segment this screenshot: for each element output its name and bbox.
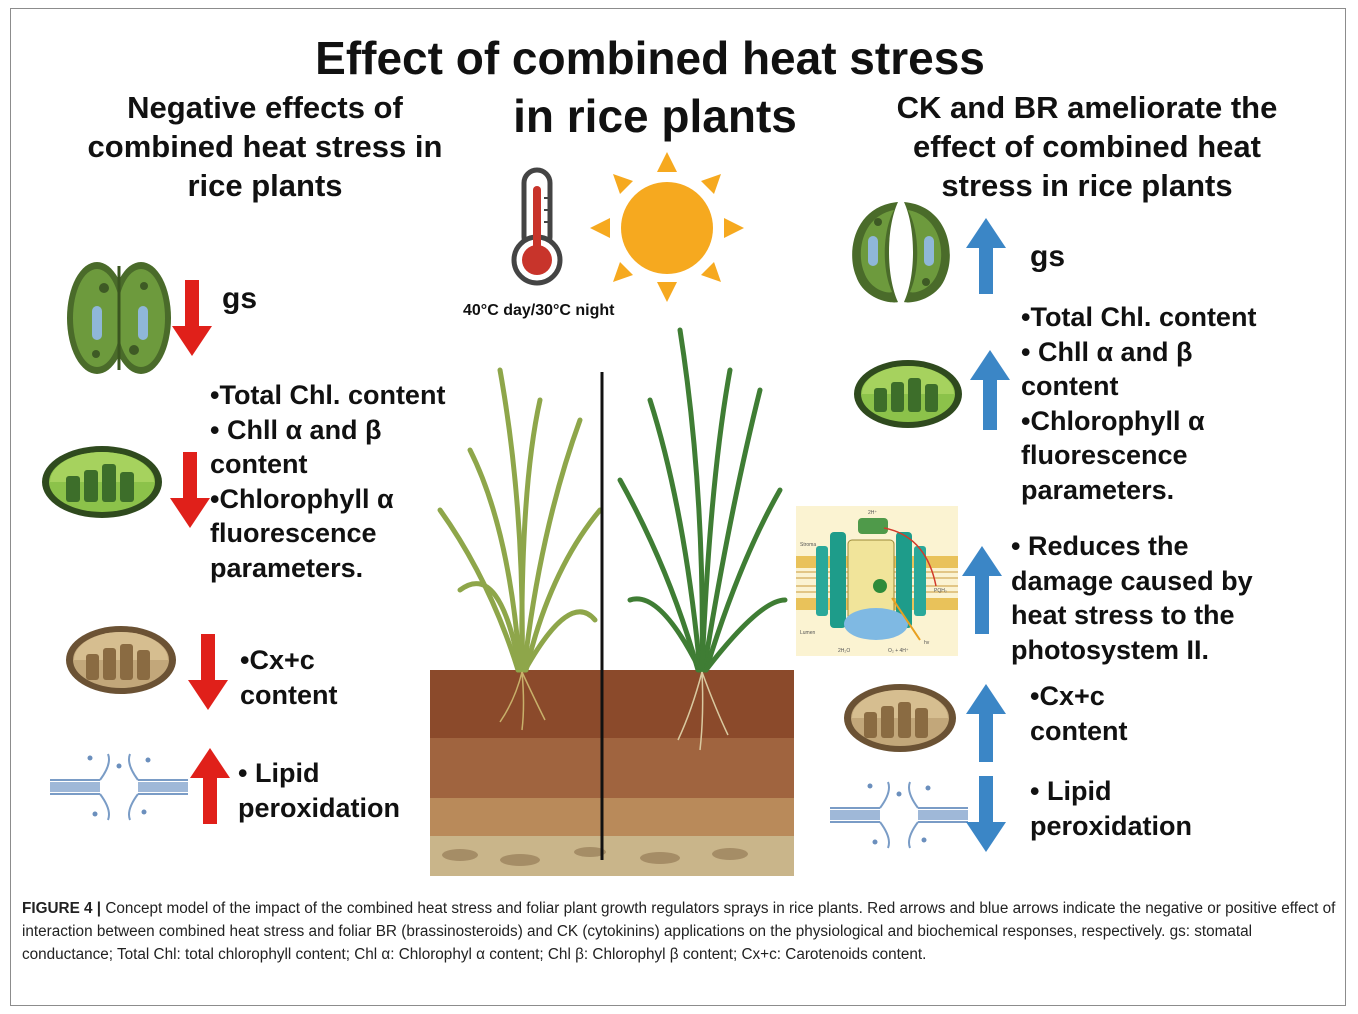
chloroplast-icon-right bbox=[854, 360, 962, 428]
caption-label: FIGURE 4 | bbox=[22, 900, 102, 917]
chl-line: fluorescence bbox=[1021, 440, 1188, 470]
soil-top-layer bbox=[430, 670, 794, 740]
gs-label-right: gs bbox=[1030, 240, 1066, 273]
up-arrow-chl-positive bbox=[970, 350, 1010, 430]
cx-label-left: •Cx+c content bbox=[240, 643, 338, 712]
svg-text:2H⁺: 2H⁺ bbox=[868, 510, 877, 516]
figure-title-line2: in rice plants bbox=[513, 90, 797, 142]
stressed-rice-plant bbox=[437, 367, 603, 673]
right-heading-line: CK and BR ameliorate the bbox=[896, 90, 1278, 125]
ps2-line: • Reduces the bbox=[1011, 531, 1189, 561]
right-heading: CK and BR ameliorate the effect of combi… bbox=[862, 88, 1312, 205]
lipid-line: • Lipid bbox=[1030, 776, 1112, 806]
svg-text:2H₂O: 2H₂O bbox=[838, 648, 850, 654]
left-heading-line: rice plants bbox=[187, 168, 343, 203]
temperature-label: 40°C day/30°C night bbox=[463, 302, 615, 319]
gs-label-left: gs bbox=[222, 282, 258, 315]
svg-text:PQH₂: PQH₂ bbox=[934, 588, 947, 594]
soil-lower-layer bbox=[430, 798, 794, 838]
down-arrow-gs-negative bbox=[172, 280, 212, 356]
down-arrow-chl-negative bbox=[170, 452, 210, 528]
membrane-icon-right bbox=[830, 781, 968, 849]
chl-line: •Chlorophyll α bbox=[1021, 405, 1205, 436]
up-arrow-ps2-positive bbox=[962, 546, 1002, 634]
chl-line: parameters. bbox=[1021, 474, 1175, 505]
svg-text:O₂ + 4H⁺: O₂ + 4H⁺ bbox=[888, 648, 909, 654]
left-heading: Negative effects of combined heat stress… bbox=[60, 88, 470, 205]
lipid-label-right: • Lipid peroxidation bbox=[1030, 774, 1192, 843]
thermometer-icon bbox=[511, 167, 563, 286]
chl-label-left: •Total Chl. content • Chll α and β conte… bbox=[210, 378, 445, 585]
chl-line: •Chlorophyll α bbox=[210, 483, 394, 514]
figure-title: Effect of combined heat stress bbox=[315, 32, 985, 84]
down-arrow-cx-negative bbox=[188, 634, 228, 710]
lipid-label-left: • Lipid peroxidation bbox=[238, 756, 400, 825]
up-arrow-lipid-negative bbox=[190, 748, 230, 824]
cx-line: content bbox=[1030, 715, 1128, 746]
cx-line: •Cx+c bbox=[240, 645, 315, 675]
lipid-line: peroxidation bbox=[238, 792, 401, 823]
down-arrow-lipid-positive bbox=[966, 776, 1006, 852]
lipid-line: • Lipid bbox=[238, 758, 320, 788]
svg-text:hv: hv bbox=[924, 640, 930, 646]
right-heading-line: effect of combined heat bbox=[913, 129, 1261, 164]
cx-line: content bbox=[240, 679, 338, 710]
chl-line: • Chll α and β bbox=[1021, 336, 1193, 367]
chloroplast-icon bbox=[42, 446, 162, 518]
left-heading-line: combined heat stress in bbox=[87, 129, 443, 164]
right-heading-line: stress in rice plants bbox=[941, 168, 1233, 203]
rice-plants-illustration bbox=[430, 327, 794, 876]
chl-label-right: •Total Chl. content • Chll α and β conte… bbox=[1021, 300, 1256, 507]
cx-label-right: •Cx+c content bbox=[1030, 679, 1128, 748]
healthy-rice-plant bbox=[617, 327, 788, 673]
chl-line: fluorescence bbox=[210, 518, 377, 548]
chl-line: •Total Chl. content bbox=[210, 380, 446, 410]
ps2-line: heat stress to the bbox=[1011, 600, 1235, 630]
chl-line: content bbox=[210, 449, 308, 479]
svg-text:Lumen: Lumen bbox=[800, 630, 816, 636]
ps2-line: damage caused by bbox=[1011, 565, 1253, 596]
left-heading-line: Negative effects of bbox=[127, 90, 403, 125]
membrane-icon bbox=[50, 753, 188, 821]
chromoplast-icon-right bbox=[844, 684, 956, 752]
ps2-line: photosystem II. bbox=[1011, 634, 1210, 665]
ps2-label-right: • Reduces the damage caused by heat stre… bbox=[1011, 529, 1253, 667]
chl-line: • Chll α and β bbox=[210, 414, 382, 445]
cx-line: •Cx+c bbox=[1030, 681, 1105, 711]
stomata-icon bbox=[67, 262, 171, 374]
up-arrow-cx-positive bbox=[966, 684, 1006, 762]
up-arrow-gs-positive bbox=[966, 218, 1006, 294]
sun-icon bbox=[590, 152, 744, 302]
chl-line: •Total Chl. content bbox=[1021, 302, 1257, 332]
svg-text:Stroma: Stroma bbox=[800, 542, 816, 548]
soil-middle-layer bbox=[430, 738, 794, 800]
chl-line: content bbox=[1021, 371, 1119, 401]
figure-caption: FIGURE 4 | Concept model of the impact o… bbox=[22, 897, 1340, 966]
chromoplast-icon bbox=[66, 626, 176, 694]
lipid-line: peroxidation bbox=[1030, 810, 1193, 841]
caption-text: Concept model of the impact of the combi… bbox=[22, 900, 1336, 963]
chl-line: parameters. bbox=[210, 552, 364, 583]
open-stomata-icon bbox=[852, 202, 950, 303]
figure-frame bbox=[10, 8, 1346, 1006]
